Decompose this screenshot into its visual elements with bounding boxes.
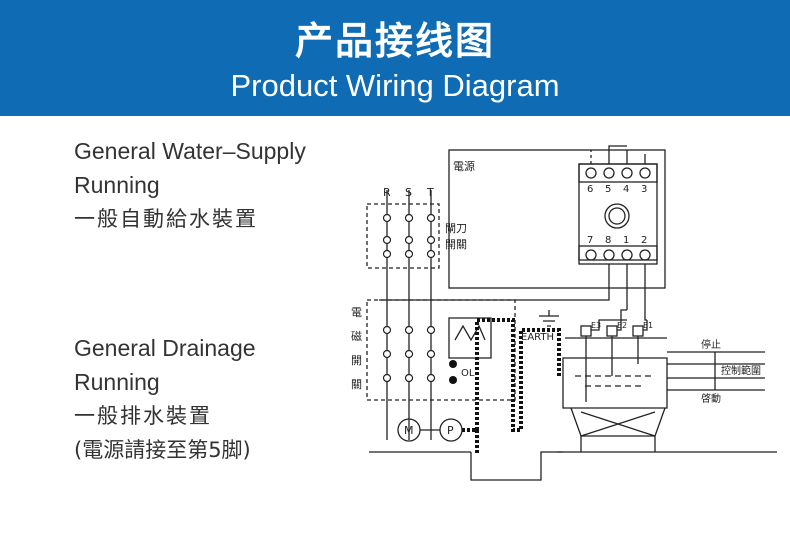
drainage-line3: 一般排水裝置 [74, 404, 212, 428]
contactor-label-4: 關 [351, 378, 362, 391]
overload-element [454, 324, 486, 342]
tank-stand-legs [580, 436, 656, 452]
ground-left [369, 451, 563, 481]
ol-contact-1 [449, 360, 457, 368]
drainage-line2: Running [74, 369, 160, 395]
switch-contacts [382, 213, 436, 383]
electrode-wires [591, 309, 648, 331]
electrode-e2-label: E2 [617, 321, 627, 330]
terminal-1: 1 [623, 235, 629, 246]
wiring-diagram: 電源 R S T 閘刀 開關 電 磁 開 關 OL EARTH 6 5 4 3 … [345, 140, 785, 534]
contactor-label-3: 開 [351, 354, 362, 367]
controller-knob [604, 203, 630, 229]
controller-knob-inner [608, 207, 626, 225]
tank-stand-cross [580, 411, 656, 437]
electrode-e1-cap [632, 325, 644, 337]
water-supply-caption: General Water–Supply Running 一般自動給水裝置 [74, 134, 306, 236]
level-lines [667, 351, 765, 391]
contactor-box [366, 299, 516, 401]
header-banner: 产品接线图 Product Wiring Diagram [0, 0, 790, 116]
terminal-8: 8 [605, 235, 611, 246]
terminal-6: 6 [587, 184, 593, 195]
pump-label: P [447, 424, 454, 437]
drainage-line1: General Drainage [74, 335, 256, 361]
wire-t4-t3 [626, 150, 646, 164]
motor-label: M [404, 424, 414, 437]
terminal-4: 4 [623, 184, 629, 195]
wiring-diagram-svg: 電源 R S T 閘刀 開關 電 磁 開 關 OL EARTH 6 5 4 3 … [351, 145, 777, 481]
contactor-label-2: 磁 [351, 330, 362, 343]
water-supply-line3: 一般自動給水裝置 [74, 207, 258, 231]
terminal-3: 3 [641, 184, 647, 195]
earth-symbol [539, 310, 559, 327]
tank [562, 357, 668, 409]
electrode-e2-cap [606, 325, 618, 337]
water-supply-line2: Running [74, 172, 160, 198]
wire-t2 [644, 264, 647, 321]
overload-label: OL [461, 368, 475, 379]
water-supply-line1: General Water–Supply [74, 138, 306, 164]
screws-bottom [585, 249, 651, 261]
terminal-strip-bottom [578, 245, 658, 265]
phase-r-label: R [383, 186, 391, 199]
power-frame [448, 149, 666, 289]
wire-t5 [608, 145, 627, 164]
electrode-e3-cap [580, 325, 592, 337]
drainage-line4: (電源請接至第5脚) [74, 438, 251, 462]
drainage-caption: General Drainage Running 一般排水裝置 (電源請接至第5… [74, 331, 256, 467]
terminal-strip-top [578, 163, 658, 183]
wire-t8 [379, 264, 610, 301]
earth-label: EARTH [521, 332, 554, 343]
phase-t-label: T [426, 186, 434, 199]
screws-top [585, 167, 651, 179]
drain-pipe [462, 318, 561, 454]
ol-contact-2 [449, 376, 457, 384]
phase-lines [386, 190, 432, 440]
level-stop-label: 停止 [701, 338, 721, 351]
header-title-cn: 产品接线图 [294, 19, 495, 63]
terminal-7: 7 [587, 235, 593, 246]
knife-switch-box [366, 203, 440, 269]
header-title-en: Product Wiring Diagram [230, 68, 560, 103]
contactor-label-1: 電 [351, 306, 362, 319]
electrode-rods [585, 336, 639, 402]
knife-switch-label-2: 開關 [445, 238, 467, 251]
electrode-e3-label: E3 [591, 321, 601, 330]
terminal-5: 5 [605, 184, 611, 195]
terminal-2: 2 [641, 235, 647, 246]
water-surface [575, 375, 655, 387]
level-range-label: 控制範圍 [721, 364, 761, 377]
knife-switch-label-1: 閘刀 [445, 222, 467, 235]
tank-stand [570, 407, 666, 437]
phase-s-label: S [405, 186, 412, 199]
power-label: 電源 [453, 159, 475, 173]
electrode-e1-label: E1 [643, 321, 653, 330]
level-start-label: 啓動 [701, 392, 721, 405]
